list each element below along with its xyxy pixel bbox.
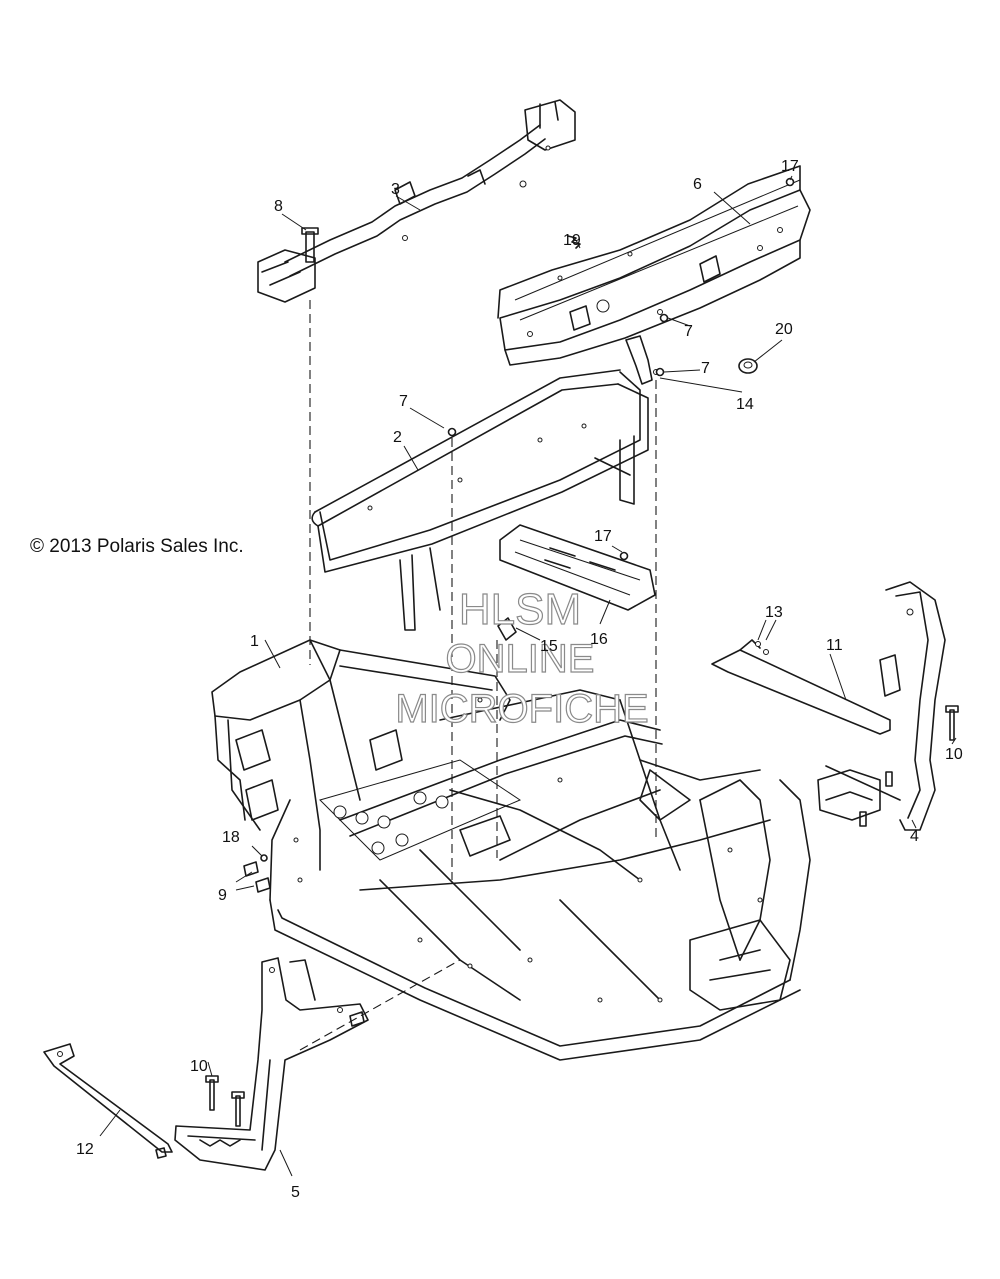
- callout-3: 3: [391, 181, 400, 198]
- callout-17b: 17: [594, 528, 612, 545]
- callout-10a: 10: [945, 746, 963, 763]
- callout-2: 2: [393, 429, 402, 446]
- alignment-lines: [299, 300, 657, 1051]
- watermark-line-3: MICROFICHE: [395, 687, 648, 731]
- callout-18: 18: [222, 829, 240, 846]
- callout-7a: 7: [399, 393, 408, 410]
- watermark: HLSM ONLINE MICROFICHE: [395, 584, 650, 731]
- callout-5: 5: [291, 1184, 300, 1201]
- callout-4: 4: [910, 828, 919, 845]
- callout-1: 1: [250, 633, 259, 650]
- callout-11: 11: [826, 637, 843, 654]
- part-5-left-guard: [174, 957, 369, 1171]
- copyright-notice: © 2013 Polaris Sales Inc.: [30, 536, 244, 557]
- callout-6: 6: [693, 176, 702, 193]
- part-20-grommet: [738, 358, 758, 374]
- part-3-cross-tube: [257, 99, 576, 303]
- part-11-brace-bar: [711, 639, 891, 735]
- part-16-skid-plate: [499, 524, 656, 611]
- part-15-clip: [497, 617, 517, 641]
- part-12-brace-rod: [43, 1043, 173, 1153]
- part-6-rear-panel: [497, 165, 811, 366]
- callout-13: 13: [765, 604, 783, 621]
- callout-8: 8: [274, 198, 283, 215]
- part-4-right-guard: [817, 581, 946, 831]
- callout-7b: 7: [684, 323, 693, 340]
- part-14-bracket: [625, 335, 659, 385]
- leader-lines: [99, 175, 957, 1177]
- callout-19: 19: [563, 232, 581, 249]
- callout-10b: 10: [190, 1058, 208, 1075]
- callout-17a: 17: [781, 158, 799, 175]
- callout-12: 12: [76, 1141, 94, 1158]
- callout-14: 14: [736, 396, 754, 413]
- part-2-rack-frame: [311, 369, 649, 631]
- watermark-line-1: HLSM: [459, 585, 581, 634]
- part-1-main-frame: [211, 639, 811, 1061]
- callout-labels: 1 2 3 4 5 6 7 7 7 8 9 10 10 11 12 13 14 …: [76, 158, 963, 1201]
- callout-7c: 7: [701, 360, 710, 377]
- callout-16: 16: [590, 631, 608, 648]
- hardware-fasteners: [155, 177, 959, 1159]
- callout-20: 20: [775, 321, 793, 338]
- callout-9: 9: [218, 887, 227, 904]
- callout-15: 15: [540, 638, 558, 655]
- watermark-line-2: ONLINE: [446, 637, 595, 681]
